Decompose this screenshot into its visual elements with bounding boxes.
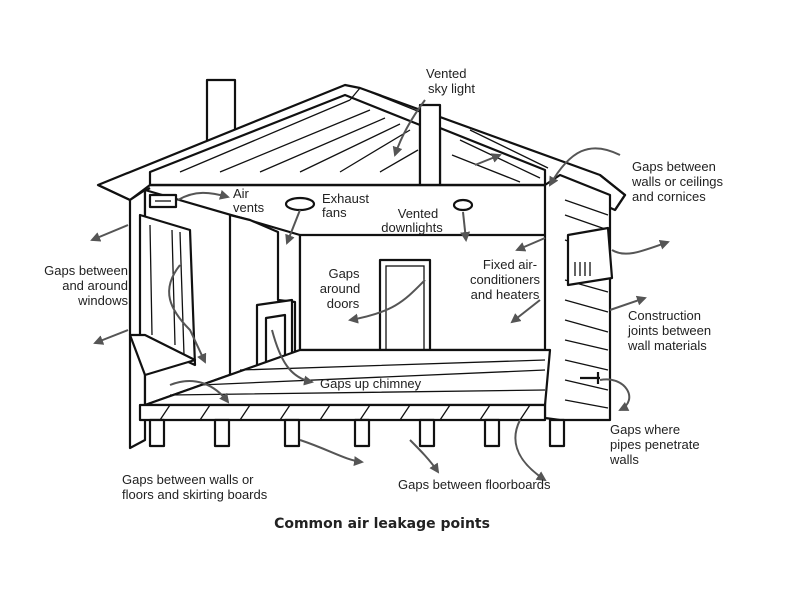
label-floorboards: Gaps between floorboards: [398, 477, 551, 492]
door: [378, 258, 432, 352]
airflow-arrows: [90, 99, 670, 482]
exhaust-fan: [284, 196, 316, 212]
downlight: [452, 198, 474, 212]
air-conditioner: [566, 226, 614, 287]
house-illustration: [96, 78, 627, 450]
sky-light-shaft: [418, 103, 442, 187]
caption: Common air leakage points: [274, 516, 490, 532]
roof: [96, 83, 627, 212]
floor: [138, 348, 566, 448]
pipe: [580, 372, 600, 384]
label-chimney: Gaps up chimney: [320, 376, 422, 391]
right-wall: [543, 173, 614, 422]
back-wall: [284, 196, 552, 352]
